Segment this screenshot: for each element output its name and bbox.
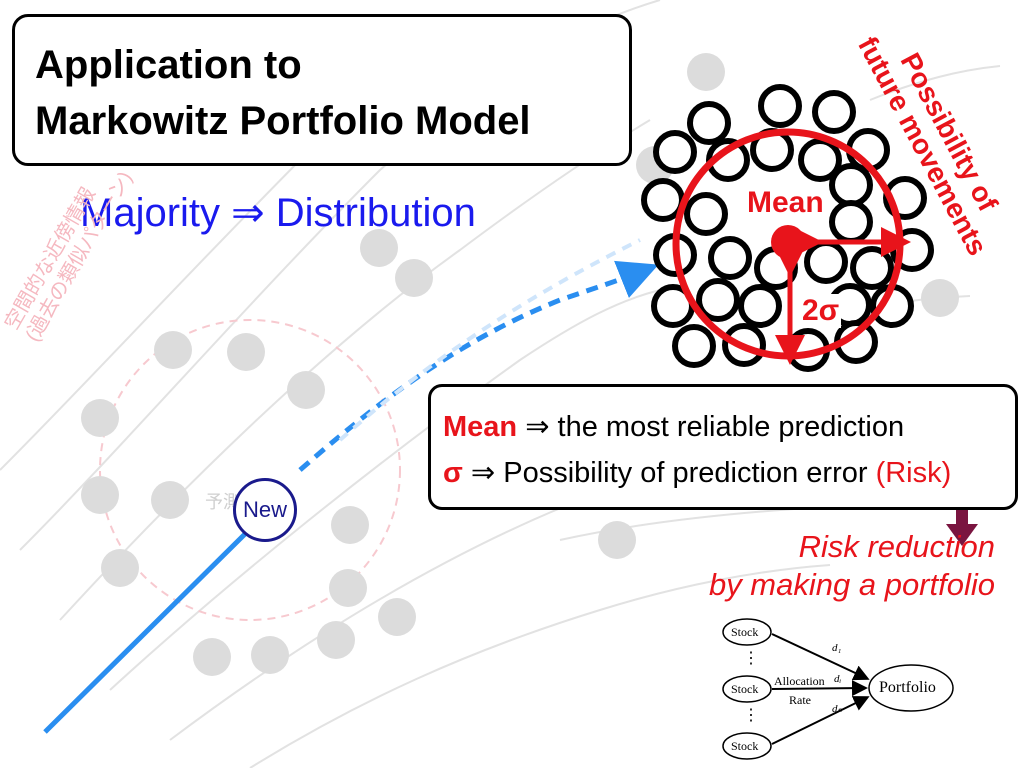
ellipsis-2: ⋮ — [743, 707, 759, 724]
weight-label-1: d₁ — [832, 642, 842, 654]
mean-explanation: Mean ⇒ the most reliable prediction — [443, 409, 904, 444]
prediction-dashed-arrow — [298, 260, 659, 472]
stock-node-2 — [722, 675, 772, 703]
background-neighbor-dots — [81, 53, 959, 676]
portfolio-node — [868, 664, 954, 712]
allocation-label: Allocation — [774, 674, 825, 688]
mean-point — [771, 225, 805, 259]
mean-term: Mean — [443, 411, 518, 443]
new-node: New — [233, 478, 297, 542]
portfolio-arrows — [771, 633, 870, 745]
title-line-2: Markowitz Portfolio Model — [35, 99, 531, 143]
weight-label-n: dₙ — [832, 703, 842, 715]
stock-label-2: Stock — [731, 682, 759, 696]
risk-line-2: by making a portfolio — [708, 567, 995, 602]
stock-node-3 — [722, 732, 772, 760]
new-node-label: New — [242, 497, 287, 522]
explanation-box: Mean ⇒ the most reliable prediction σ ⇒ … — [428, 384, 1018, 510]
portfolio-diagram — [722, 618, 954, 760]
subtitle: Majority ⇒ Distribution — [80, 191, 476, 235]
mean-label: Mean — [745, 186, 826, 220]
risk-term: (Risk) — [875, 457, 952, 489]
sigma-term: σ — [443, 457, 463, 489]
neighborhood-dashed-circle — [99, 319, 401, 621]
ellipsis-1: ⋮ — [743, 650, 759, 667]
faint-prediction-arrow — [338, 238, 641, 442]
sigma-explanation: σ ⇒ Possibility of prediction error (Ris… — [443, 455, 951, 490]
trajectory-line — [43, 531, 248, 734]
sigma-text: ⇒ Possibility of prediction error — [462, 457, 876, 489]
portfolio-label: Portfolio — [879, 679, 936, 696]
stock-label-3: Stock — [731, 739, 759, 753]
title-box: Application to Markowitz Portfolio Model — [12, 14, 632, 166]
stock-node-1 — [722, 618, 772, 646]
rate-label: Rate — [789, 693, 811, 707]
mean-text: ⇒ the most reliable prediction — [517, 411, 905, 443]
sigma-label: 2σ — [800, 294, 842, 328]
risk-line-1: Risk reduction — [798, 529, 995, 564]
title-line-1: Application to — [35, 43, 302, 87]
weight-label-i: dᵢ — [834, 673, 842, 685]
stock-label-1: Stock — [731, 625, 759, 639]
risk-reduction-text: Risk reduction by making a portfolio — [655, 528, 995, 604]
